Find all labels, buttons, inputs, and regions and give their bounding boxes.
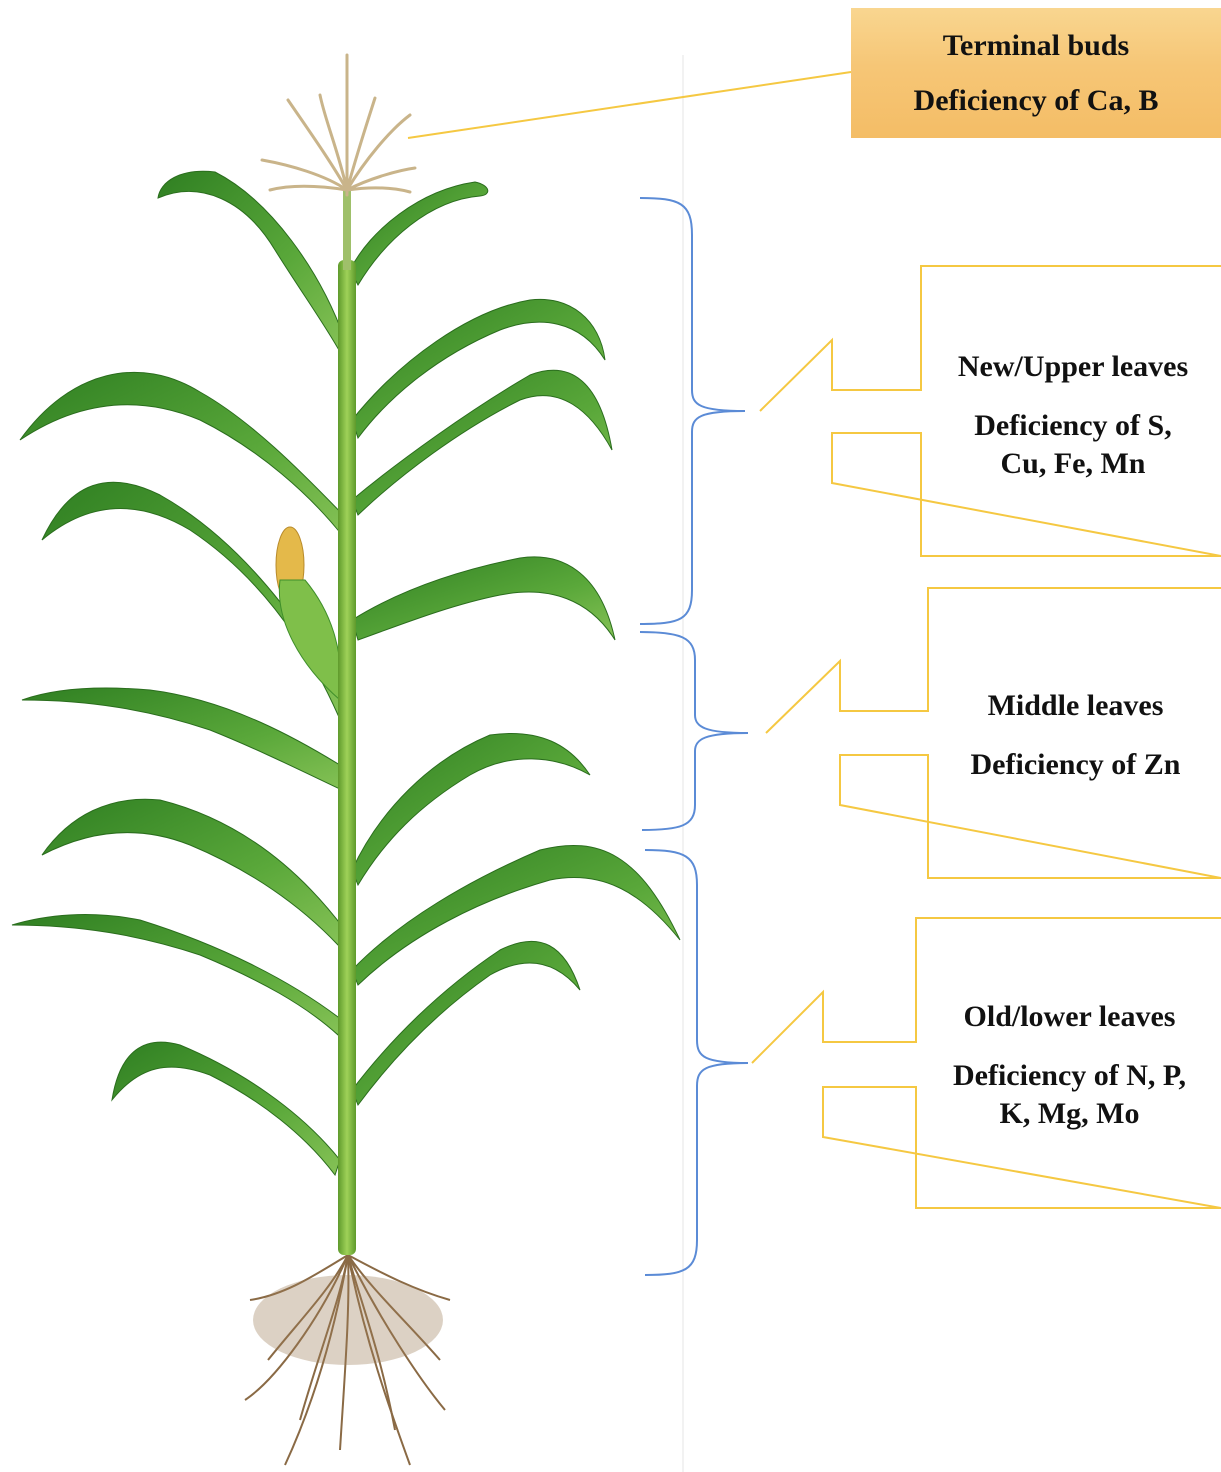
middle-title: Middle leaves bbox=[988, 687, 1164, 725]
lower-leaves-label: Old/lower leaves Deficiency of N, P, K, … bbox=[918, 960, 1221, 1170]
terminal-deficiency: Deficiency of Ca, B bbox=[914, 82, 1159, 120]
middle-deficiency: Deficiency of Zn bbox=[971, 746, 1181, 784]
leaf bbox=[350, 182, 488, 285]
leaf bbox=[22, 688, 348, 790]
leaf bbox=[112, 1042, 340, 1175]
bracket-middle bbox=[640, 632, 748, 830]
leaf bbox=[158, 171, 345, 352]
leaf bbox=[12, 915, 342, 1035]
terminal-connector bbox=[408, 72, 851, 138]
bracket-upper bbox=[640, 198, 745, 624]
middle-leaves-label: Middle leaves Deficiency of Zn bbox=[930, 640, 1221, 830]
leaf bbox=[352, 557, 615, 640]
terminal-buds-box: Terminal buds Deficiency of Ca, B bbox=[851, 8, 1221, 138]
tassel bbox=[262, 55, 415, 195]
upper-leaves-label: New/Upper leaves Deficiency of S, Cu, Fe… bbox=[925, 300, 1221, 530]
lower-title: Old/lower leaves bbox=[964, 998, 1176, 1036]
upper-deficiency-line1: Deficiency of S, bbox=[974, 407, 1171, 445]
stem bbox=[338, 260, 356, 1255]
upper-title: New/Upper leaves bbox=[958, 348, 1188, 386]
leaf bbox=[352, 941, 580, 1105]
lower-deficiency-line1: Deficiency of N, P, bbox=[953, 1057, 1186, 1095]
terminal-title: Terminal buds bbox=[943, 27, 1129, 65]
upper-deficiency-line2: Cu, Fe, Mn bbox=[1001, 445, 1146, 483]
corn-ear bbox=[276, 527, 341, 700]
stem-top bbox=[343, 190, 351, 270]
root-mass bbox=[253, 1275, 443, 1365]
lower-deficiency-line2: K, Mg, Mo bbox=[1000, 1095, 1140, 1133]
